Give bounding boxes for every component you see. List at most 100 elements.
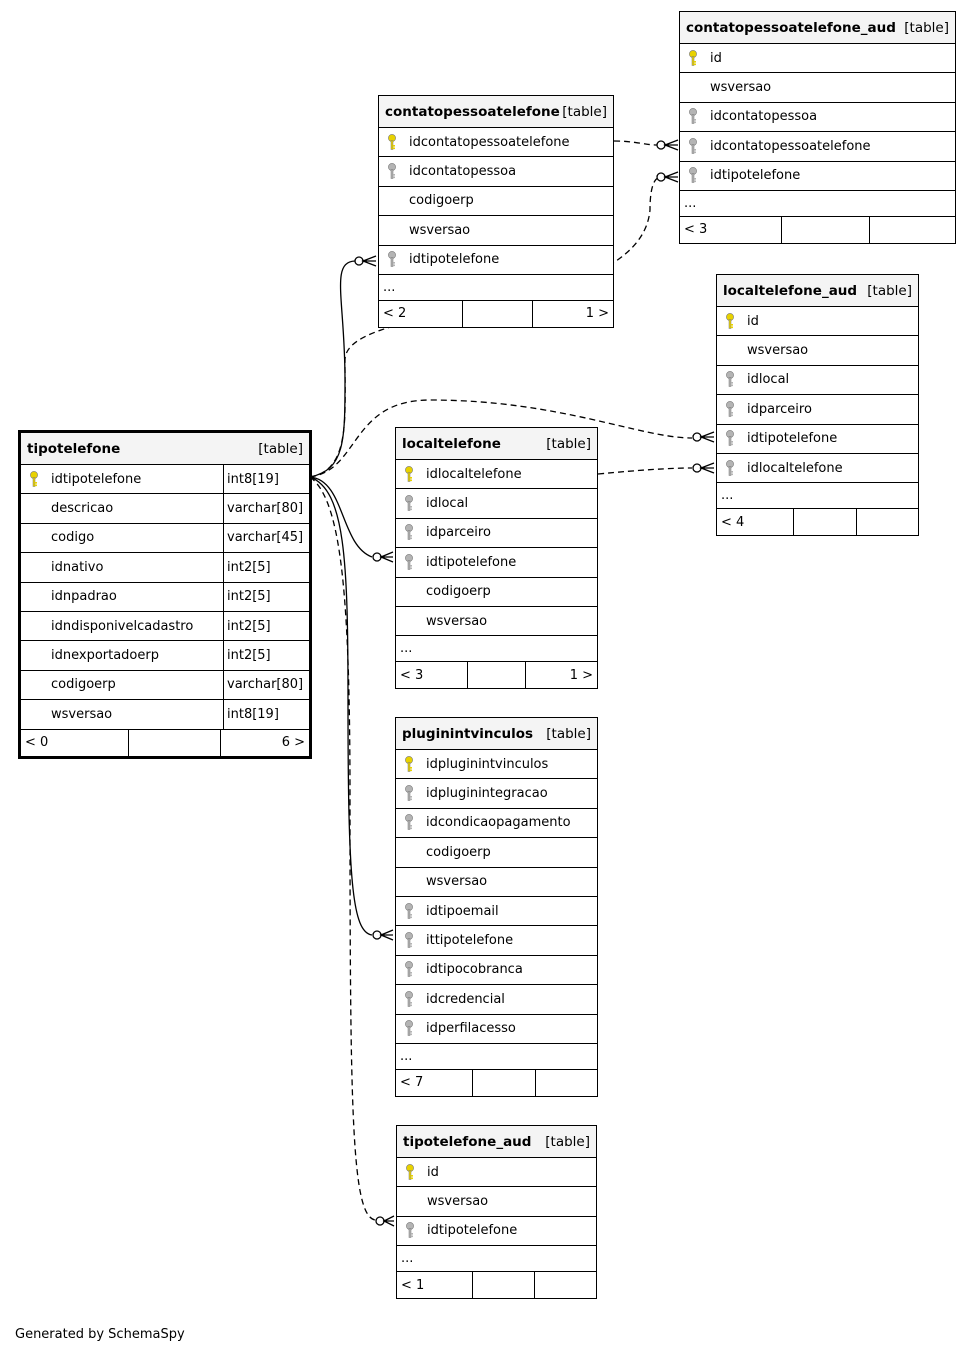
table-pluginintvinculos[interactable]: pluginintvinculos[table]idpluginintvincu… — [395, 717, 598, 1097]
parent-count[interactable]: < 4 — [717, 509, 794, 536]
no-key-spacer — [21, 641, 47, 669]
foreign-key-icon — [396, 779, 422, 807]
child-count[interactable] — [857, 509, 918, 535]
column-row[interactable]: idcontatopessoa — [379, 157, 613, 187]
column-row[interactable]: id — [680, 44, 955, 74]
more-columns-row[interactable]: ... — [379, 275, 613, 301]
table-name[interactable]: pluginintvinculos — [402, 725, 534, 742]
column-row[interactable]: codigoerp — [396, 838, 597, 868]
table-name[interactable]: contatopessoatelefone_aud — [686, 19, 896, 36]
column-row[interactable]: wsversao — [396, 868, 597, 897]
more-columns-row[interactable]: ... — [397, 1246, 596, 1273]
foreign-key-icon — [396, 489, 422, 517]
column-row[interactable]: idparceiro — [396, 519, 597, 549]
table-name[interactable]: contatopessoatelefone — [385, 103, 560, 120]
column-name: wsversao — [710, 80, 772, 96]
column-name: idtipotelefone — [51, 471, 142, 487]
edge-to-pluginintvinculos — [309, 476, 373, 936]
table-name[interactable]: localtelefone_aud — [723, 282, 858, 299]
column-row[interactable]: wsversao — [379, 216, 613, 246]
column-name: id — [747, 313, 759, 329]
parent-count[interactable]: < 2 — [379, 300, 463, 327]
more-columns-ellipsis: ... — [400, 641, 413, 657]
child-count[interactable] — [870, 217, 955, 243]
child-count[interactable]: 1 > — [585, 306, 609, 322]
column-row[interactable]: wsversao — [717, 336, 918, 366]
column-name: idcontatopessoa — [409, 164, 517, 180]
parent-count[interactable]: < 3 — [396, 662, 468, 689]
column-row[interactable]: idtipocobranca — [396, 956, 597, 986]
column-row[interactable]: idpluginintvinculos — [396, 750, 597, 780]
column-type: varchar[80] — [223, 670, 309, 700]
column-name: wsversao — [426, 874, 488, 890]
column-row[interactable]: idcondicaopagamento — [396, 809, 597, 839]
column-row[interactable]: id — [397, 1158, 596, 1188]
column-row[interactable]: idpluginintegracao — [396, 779, 597, 809]
child-count[interactable] — [535, 1272, 596, 1298]
parent-count[interactable]: < 1 — [397, 1272, 473, 1299]
column-row[interactable]: idlocal — [717, 366, 918, 396]
column-row[interactable]: idlocal — [396, 489, 597, 519]
column-row[interactable]: idtipoemail — [396, 897, 597, 927]
column-row[interactable]: ittipotelefone — [396, 926, 597, 956]
column-row[interactable]: wsversao — [396, 607, 597, 637]
column-row[interactable]: wsversao — [680, 73, 955, 103]
column-row[interactable]: idtipotelefone — [680, 162, 955, 191]
column-row[interactable]: idcontatopessoatelefone — [379, 128, 613, 158]
column-row[interactable]: idperfilacesso — [396, 1015, 597, 1044]
column-type: int2[5] — [223, 611, 309, 641]
more-columns-row[interactable]: ... — [396, 636, 597, 663]
column-row[interactable]: idtipotelefone — [397, 1217, 596, 1247]
parent-count[interactable]: < 0 — [21, 729, 129, 756]
table-name[interactable]: localtelefone — [402, 435, 501, 452]
no-key-spacer — [21, 700, 47, 728]
column-name: ittipotelefone — [426, 933, 514, 949]
column-row[interactable]: idcontatopessoatelefone — [680, 132, 955, 162]
column-row[interactable]: idtipotelefone — [379, 246, 613, 275]
column-row[interactable]: idparceiro — [717, 395, 918, 425]
column-name: idtipotelefone — [710, 168, 801, 184]
table-name[interactable]: tipotelefone_aud — [403, 1133, 532, 1150]
edge-to-localtelefone — [309, 476, 373, 558]
parent-count[interactable]: < 7 — [396, 1069, 473, 1096]
parent-count[interactable]: < 3 — [680, 216, 782, 243]
column-row[interactable]: idcredencial — [396, 985, 597, 1015]
table-name[interactable]: tipotelefone — [27, 440, 121, 457]
child-count[interactable] — [536, 1070, 597, 1096]
column-name: idparceiro — [747, 401, 812, 417]
column-row[interactable]: id — [717, 307, 918, 337]
more-columns-row[interactable]: ... — [717, 483, 918, 510]
column-row[interactable]: idlocaltelefone — [396, 460, 597, 490]
column-row[interactable]: codigoerp — [379, 187, 613, 217]
no-key-spacer — [21, 671, 47, 699]
table-contatopessoatelefone[interactable]: contatopessoatelefone[table]idcontatopes… — [378, 95, 614, 328]
more-columns-ellipsis: ... — [400, 1048, 413, 1064]
crows-foot-marker — [663, 139, 679, 151]
more-columns-row[interactable]: ... — [680, 191, 955, 217]
column-row[interactable]: wsversao — [397, 1187, 596, 1217]
column-row[interactable]: idtipotelefone — [396, 548, 597, 578]
column-row[interactable]: idtipotelefone — [717, 425, 918, 454]
more-columns-ellipsis: ... — [721, 488, 734, 504]
column-row[interactable]: idcontatopessoa — [680, 103, 955, 133]
more-columns-row[interactable]: ... — [396, 1044, 597, 1070]
child-count[interactable]: 6 > — [281, 735, 305, 751]
column-row[interactable]: codigoerp — [396, 578, 597, 607]
child-count[interactable]: 1 > — [569, 667, 593, 683]
column-row[interactable]: idlocaltelefone — [717, 454, 918, 484]
